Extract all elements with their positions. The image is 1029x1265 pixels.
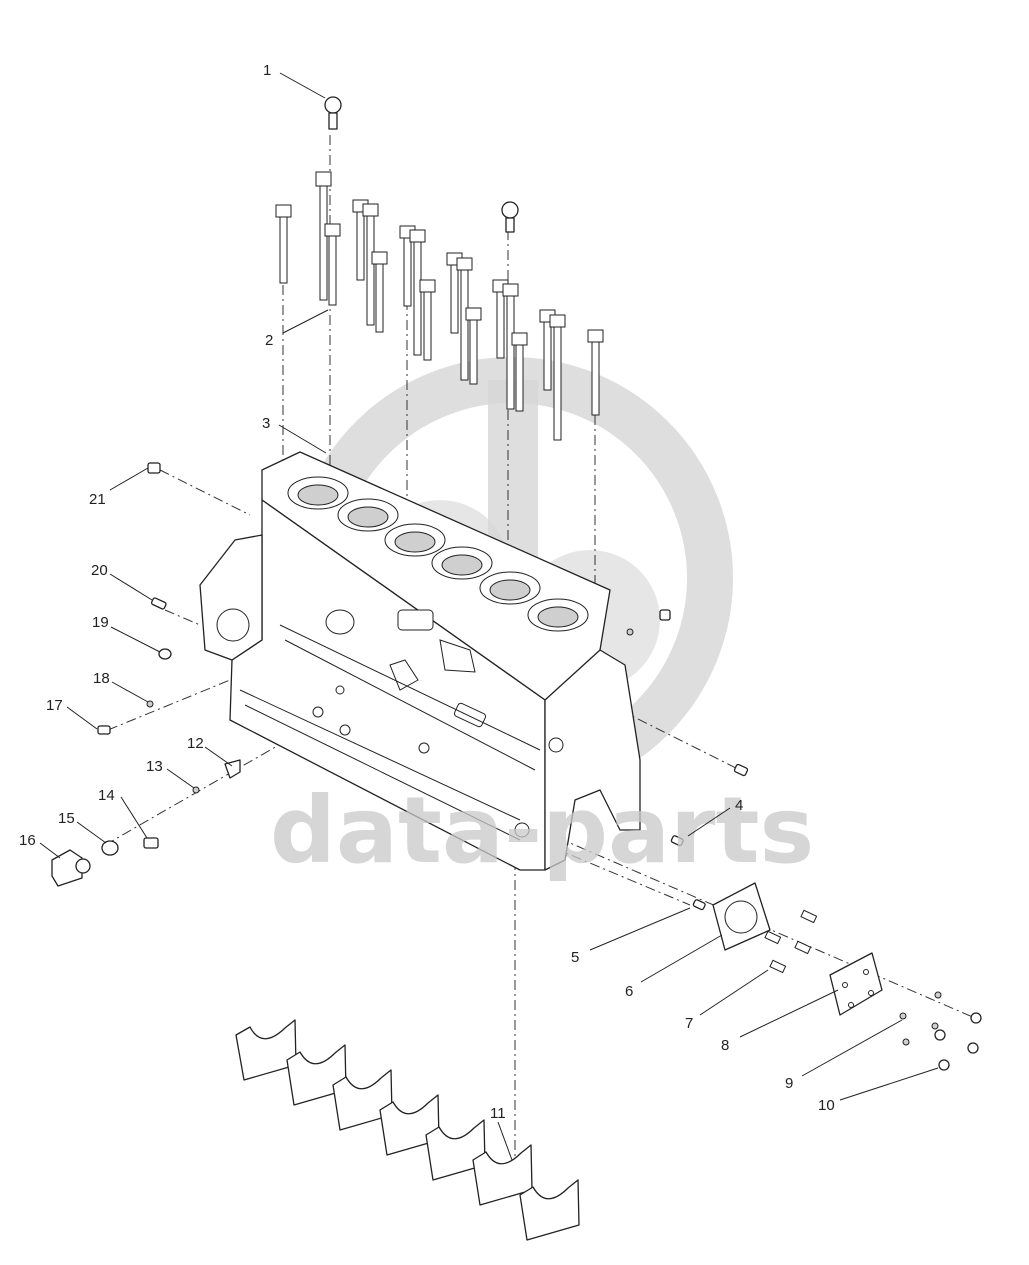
callout-9: 9 — [785, 1075, 793, 1092]
callout-leaders — [39, 72, 939, 1161]
head-bolts — [275, 171, 604, 441]
callout-10: 10 — [818, 1097, 835, 1114]
callout-17: 17 — [46, 697, 63, 714]
callout-6: 6 — [625, 983, 633, 1000]
callout-12: 12 — [187, 735, 204, 752]
callout-3: 3 — [262, 415, 270, 432]
main-bearing-caps — [235, 1019, 580, 1241]
callout-7: 7 — [685, 1015, 693, 1032]
callout-2: 2 — [265, 332, 273, 349]
callout-11: 11 — [490, 1105, 506, 1122]
callout-16: 16 — [19, 832, 36, 849]
callout-13: 13 — [146, 758, 163, 775]
callout-8: 8 — [721, 1037, 729, 1054]
callout-numbers: 1 2 3 4 5 6 7 8 9 10 11 12 13 14 15 16 1… — [19, 62, 835, 1122]
gasket-and-cover — [712, 882, 883, 1016]
lifting-eye-icon — [324, 96, 519, 233]
callout-19: 19 — [92, 614, 109, 631]
cylinder-block — [199, 451, 641, 871]
callout-20: 20 — [91, 562, 108, 579]
studs-washers-nuts — [764, 909, 982, 1071]
callout-5: 5 — [571, 949, 579, 966]
small-parts — [51, 462, 749, 911]
callout-18: 18 — [93, 670, 110, 687]
callout-1: 1 — [263, 62, 271, 79]
callout-4: 4 — [735, 797, 743, 814]
callout-15: 15 — [58, 810, 75, 827]
callout-14: 14 — [98, 787, 115, 804]
callout-21: 21 — [89, 491, 106, 508]
watermark-text: data-parts — [270, 777, 814, 884]
